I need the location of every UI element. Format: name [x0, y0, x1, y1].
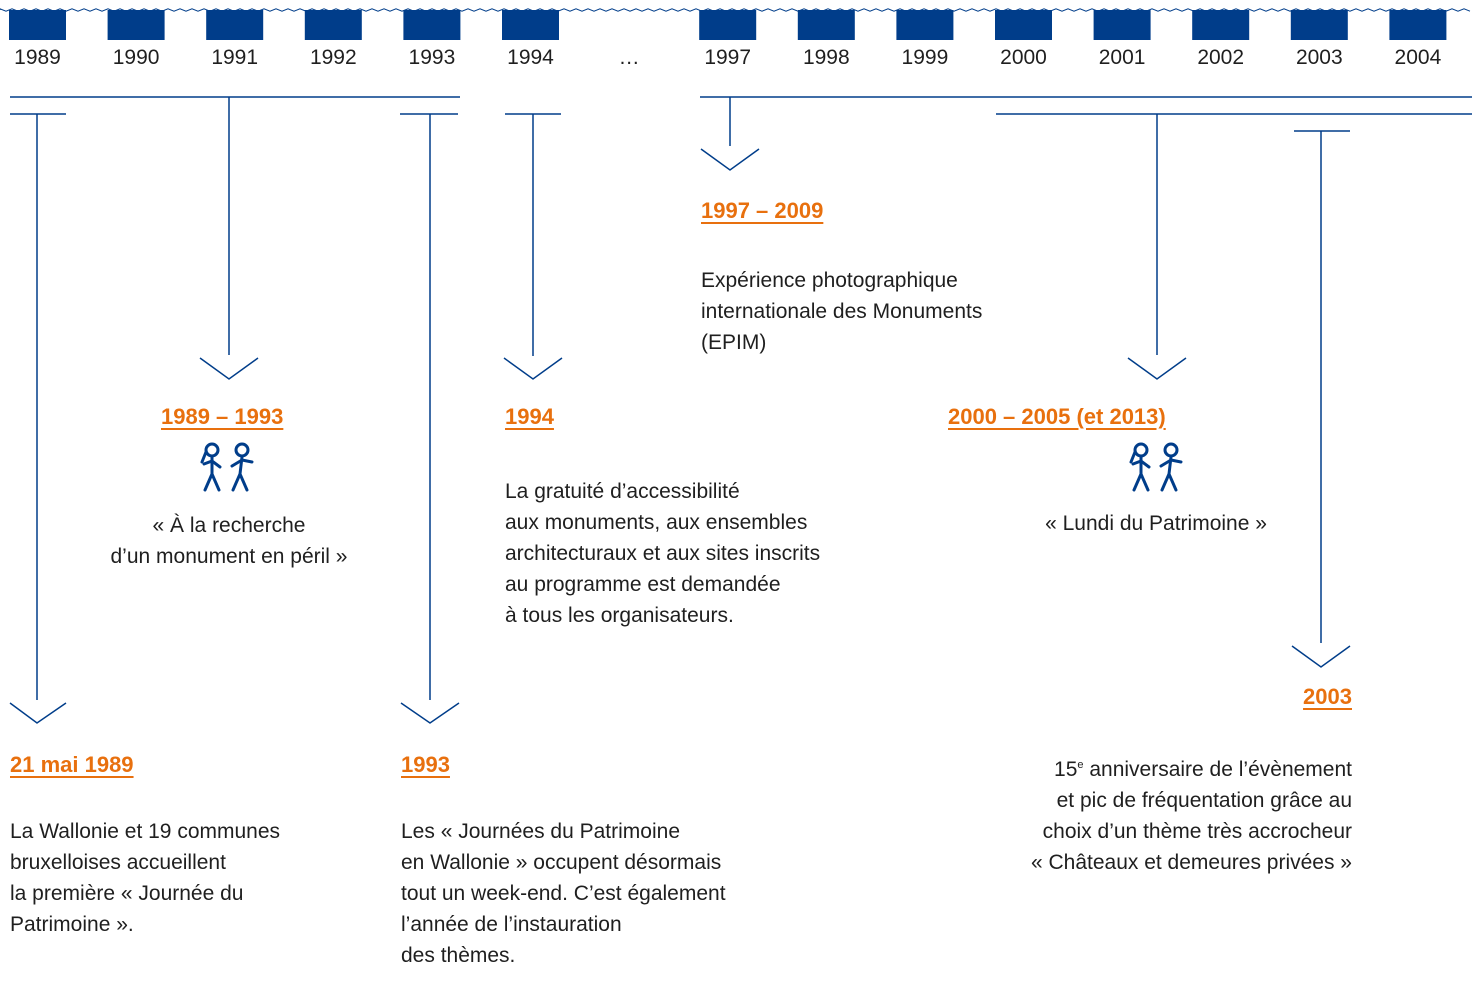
year-block [1389, 10, 1447, 40]
year-block [995, 10, 1052, 40]
year-label: 1997 [704, 46, 752, 69]
year-label: 2000 [1000, 46, 1047, 69]
year-label: 1992 [309, 46, 357, 69]
year-block [1093, 10, 1151, 40]
chevron-down-icon [400, 702, 460, 724]
year-label: 2002 [1197, 46, 1245, 69]
year-label: 1999 [901, 46, 949, 69]
year-block [107, 10, 165, 40]
wavy-line [0, 8, 1471, 12]
event-text-1989: La Wallonie et 19 communes bruxelloises … [10, 820, 281, 936]
year-block [206, 10, 264, 40]
event-title-2000-2005: 2000 – 2005 (et 2013) [948, 404, 1166, 429]
year-label: 1989 [14, 46, 61, 69]
event-text-2003: 15e anniversaire de l’évènement et pic d… [1030, 758, 1352, 874]
chevron-down-icon [1127, 357, 1187, 380]
year-label: … [618, 46, 640, 69]
year-block [1192, 10, 1250, 40]
chevron-down-icon [1291, 645, 1351, 668]
event-title-2003: 2003 [1303, 684, 1352, 709]
chevron-down-icon [199, 357, 259, 380]
year-label: 2003 [1295, 46, 1343, 69]
year-block [403, 10, 461, 40]
year-block [1290, 10, 1348, 40]
year-block [304, 10, 362, 40]
event-text-1997-2009: Expérience photographique internationale… [701, 269, 983, 354]
year-label: 2001 [1098, 46, 1146, 69]
year-block [502, 10, 559, 40]
people-icon [1129, 442, 1183, 492]
chevron-down-icon [503, 357, 563, 380]
connector-lines [9, 96, 1472, 724]
timeline-top-band [0, 8, 1471, 12]
year-label: 1991 [211, 46, 259, 69]
chevron-down-icon [700, 148, 760, 171]
year-label: 1993 [408, 46, 456, 69]
year-block [9, 10, 66, 40]
event-title-1994: 1994 [505, 404, 554, 429]
year-label: 1998 [802, 46, 850, 69]
year-label: 2004 [1394, 46, 1442, 69]
year-block [699, 10, 757, 40]
event-text-2000-2005: « Lundi du Patrimoine » [1045, 512, 1267, 535]
year-label: 1990 [112, 46, 160, 69]
chevron-down-icon [9, 702, 67, 724]
event-title-1997-2009: 1997 – 2009 [701, 198, 824, 223]
event-text-1994: La gratuité d’accessibilité aux monument… [505, 480, 821, 627]
event-text-1993: Les « Journées du Patrimoine en Wallonie… [401, 820, 726, 967]
year-block [896, 10, 954, 40]
event-title-1989-1993: 1989 – 1993 [161, 404, 284, 429]
event-title-1989: 21 mai 1989 [10, 752, 134, 777]
event-title-1993: 1993 [401, 752, 450, 777]
year-block [797, 10, 855, 40]
year-blocks [9, 10, 1447, 40]
year-label: 1994 [507, 46, 554, 69]
people-icon [200, 442, 254, 492]
event-text-1989-1993: « À la recherche d’un monument en péril … [110, 514, 348, 568]
